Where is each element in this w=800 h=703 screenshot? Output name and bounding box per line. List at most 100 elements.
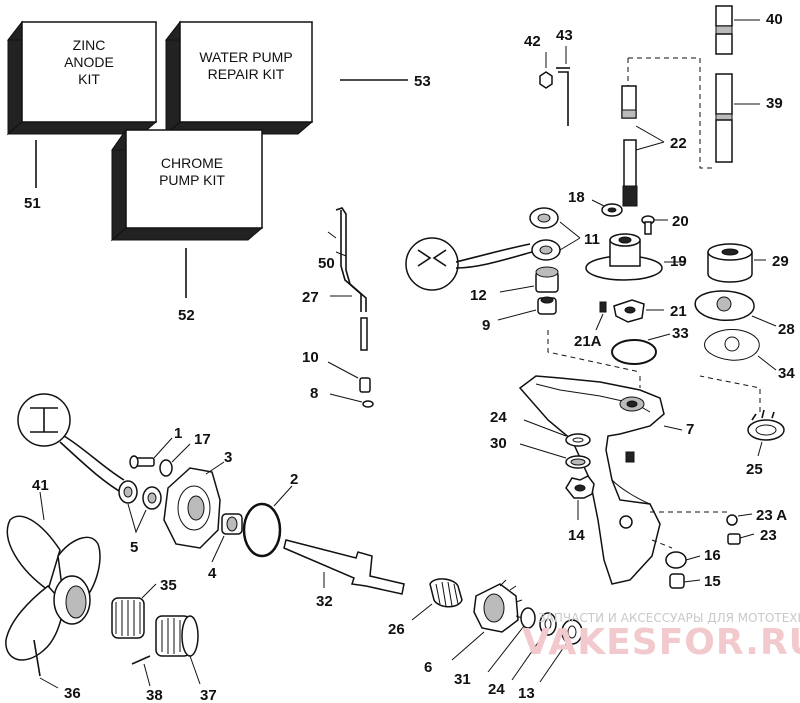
washer-13 (539, 619, 583, 683)
callout-34: 34 (778, 365, 795, 382)
callout-37: 37 (200, 687, 217, 703)
callout-13: 13 (518, 685, 535, 702)
callout-33: 33 (672, 325, 689, 342)
callout-21: 21 (670, 303, 687, 320)
bearing-4 (211, 513, 243, 563)
callout-42: 42 (524, 33, 541, 50)
seal-16 (665, 551, 701, 569)
callout-23a: 23 A (756, 507, 787, 524)
plug-23 (727, 533, 755, 545)
key-21a (595, 301, 607, 331)
driveshaft-22 (621, 85, 665, 207)
screw-1 (129, 437, 173, 469)
callout-53: 53 (414, 73, 431, 90)
callout-40: 40 (766, 11, 783, 28)
shift-rod-43 (556, 67, 570, 126)
clip-8 (329, 393, 374, 408)
gearcase-housing-7 (518, 375, 683, 585)
o-ring-33 (611, 333, 671, 365)
impeller-21 (613, 299, 664, 323)
kit-label-line: KIT (78, 71, 100, 87)
propeller-41 (5, 491, 101, 661)
gasket-34 (704, 329, 777, 371)
callout-31: 31 (454, 671, 471, 688)
seal-23a (726, 513, 753, 526)
callout-23: 23 (760, 527, 777, 544)
callout-10: 10 (302, 349, 319, 366)
callout-22: 22 (670, 135, 687, 152)
washer-24-lower (511, 612, 557, 681)
callout-26: 26 (388, 621, 405, 638)
callout-18: 18 (568, 189, 585, 206)
seals-11 (529, 207, 581, 261)
callout-39: 39 (766, 95, 783, 112)
washer-24-upper (523, 419, 591, 447)
callout-14: 14 (568, 527, 585, 544)
callout-27: 27 (302, 289, 319, 306)
bearing-12 (499, 266, 559, 293)
thrust-hub-35 (111, 583, 157, 639)
callout-8: 8 (310, 385, 318, 402)
callout-32: 32 (316, 593, 333, 610)
callout-29: 29 (772, 253, 789, 270)
callout-51: 51 (24, 195, 41, 212)
callout-24-lower: 24 (488, 681, 505, 698)
callout-28: 28 (778, 321, 795, 338)
driveshaft-extension-39 (715, 73, 760, 163)
nut-42 (539, 71, 553, 89)
callout-50: 50 (318, 255, 335, 272)
washer-17 (159, 443, 191, 477)
washer-31 (487, 607, 536, 673)
callout-41: 41 (32, 477, 49, 494)
o-ring-2 (242, 485, 293, 558)
callout-20: 20 (672, 213, 689, 230)
thrust-bearing-30 (519, 443, 591, 469)
pin-38 (131, 655, 151, 687)
kit-label-line: REPAIR KIT (208, 66, 285, 82)
callout-35: 35 (160, 577, 177, 594)
callout-2: 2 (290, 471, 298, 488)
pin-50 (327, 231, 347, 257)
shift-rod-27 (330, 207, 368, 351)
seals-5 (118, 480, 162, 534)
callout-16: 16 (704, 547, 721, 564)
watermark-text: ЗАПЧАСТИ И АКСЕССУАРЫ ДЛЯ МОТОТЕХНИКИ (538, 611, 800, 625)
callout-15: 15 (704, 573, 721, 590)
callout-6: 6 (424, 659, 432, 676)
cotter-pin-36 (33, 639, 59, 689)
callout-36: 36 (64, 685, 81, 702)
plug-15 (669, 573, 701, 589)
pinion-gear-14 (565, 475, 595, 520)
kit-label-line: CHROME (161, 155, 223, 171)
callout-3: 3 (224, 449, 232, 466)
watermark-logo: VAKESFOR.RU (522, 622, 800, 663)
screw-20 (641, 215, 668, 235)
kit-label-line: PUMP KIT (159, 172, 225, 188)
callout-43: 43 (556, 27, 573, 44)
driveshaft-extension-40 (715, 5, 760, 55)
callout-38: 38 (146, 687, 163, 703)
bearing-housing-3 (163, 461, 225, 549)
plate-28 (694, 290, 777, 327)
callout-7: 7 (686, 421, 694, 438)
seal-detail-callout (405, 237, 533, 291)
callout-9: 9 (482, 317, 490, 334)
callout-52: 52 (178, 307, 195, 324)
seal-detail-callout-lower (17, 393, 125, 495)
impeller-cup-29 (707, 243, 766, 283)
callout-12: 12 (470, 287, 487, 304)
kit-label-line: WATER PUMP (199, 49, 292, 65)
callout-17: 17 (194, 431, 211, 448)
forward-gear-6 (451, 579, 523, 661)
bushing-18 (591, 199, 623, 217)
callout-5: 5 (130, 539, 138, 556)
kit-label-line: ZINC (73, 37, 106, 53)
propeller-shaft-32 (283, 539, 405, 595)
